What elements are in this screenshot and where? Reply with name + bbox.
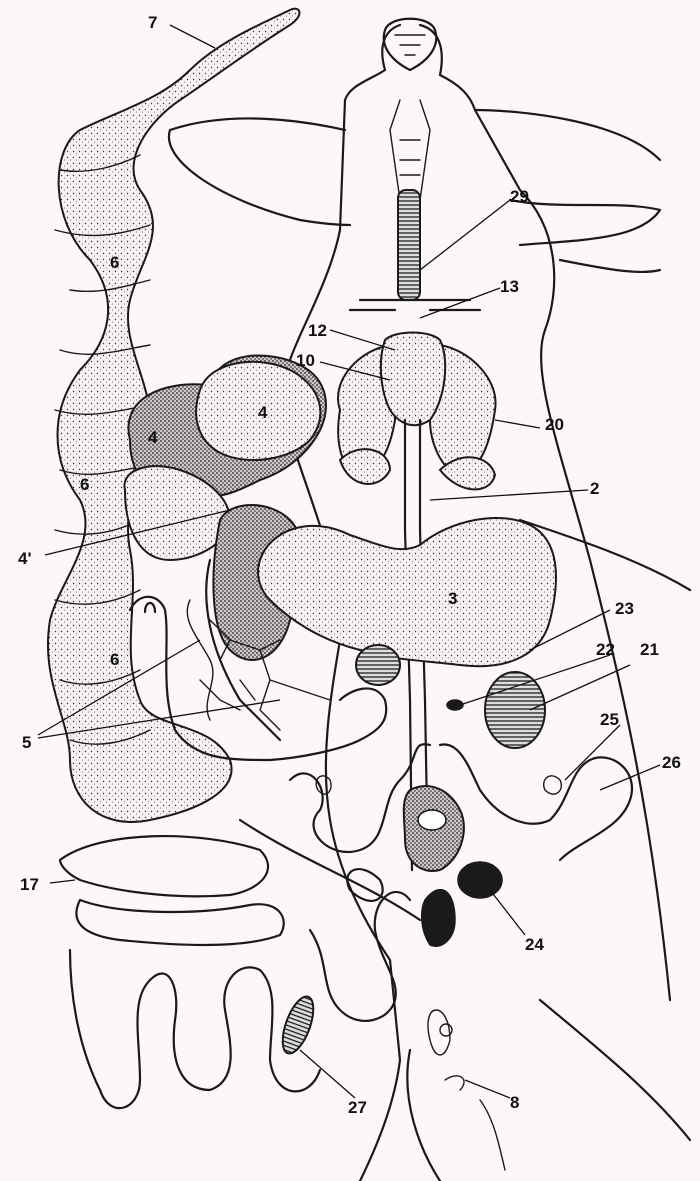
stomach — [257, 516, 557, 668]
label-6a: 6 — [110, 253, 119, 272]
thoracic-organs — [337, 298, 497, 491]
label-20: 20 — [545, 415, 564, 434]
label-23: 23 — [615, 599, 634, 618]
label-21: 21 — [640, 640, 659, 659]
label-4prime: 4' — [18, 549, 32, 568]
leader-lines — [37, 24, 661, 1099]
label-25: 25 — [600, 710, 619, 729]
label-17: 17 — [20, 875, 39, 894]
small-intestine — [58, 834, 412, 1110]
label-4b: 4 — [148, 428, 158, 447]
label-29: 29 — [510, 187, 529, 206]
label-4a: 4 — [258, 403, 268, 422]
label-6b: 6 — [80, 475, 89, 494]
label-12: 12 — [308, 321, 327, 340]
label-10: 10 — [296, 351, 315, 370]
label-22: 22 — [596, 640, 615, 659]
liver — [123, 354, 327, 661]
label-13: 13 — [500, 277, 519, 296]
label-24: 24 — [525, 935, 544, 954]
label-26: 26 — [662, 753, 681, 772]
labels: 7 29 13 12 10 6 4 4 20 6 2 4' 3 23 6 22 … — [18, 13, 681, 1117]
label-7: 7 — [148, 13, 157, 32]
cecum — [281, 995, 315, 1055]
label-5: 5 — [22, 733, 31, 752]
label-27: 27 — [348, 1098, 367, 1117]
label-2: 2 — [590, 479, 599, 498]
reproductive-tract — [288, 743, 633, 947]
label-6c: 6 — [110, 650, 119, 669]
mesentery — [128, 595, 388, 762]
label-8: 8 — [510, 1093, 519, 1112]
trachea — [397, 139, 421, 301]
large-intestine — [46, 7, 301, 823]
label-3: 3 — [448, 589, 457, 608]
